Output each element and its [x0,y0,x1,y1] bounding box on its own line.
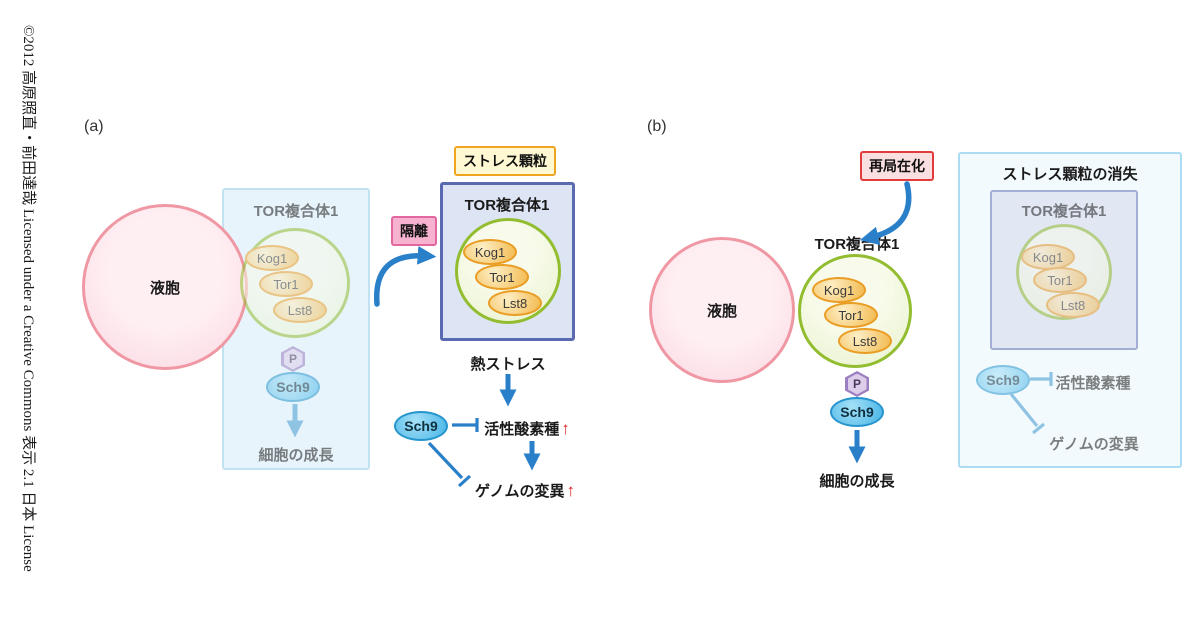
subunit-tor1: Tor1 [824,302,878,328]
stress-granule-badge: ストレス顆粒 [454,146,556,176]
hexagon-fill-shape [847,373,867,395]
sch9-inhibits-mutation-line [427,441,464,480]
phospho-p-label: P [852,377,861,391]
tor-complex-title-active-b: TOR複合体1 [814,236,900,253]
phospho-p-label: P [288,352,297,366]
genome-mutation-label: ゲノムの変異↑ [475,480,575,501]
genome-mutation-label-faded: ゲノムの変異 [1049,436,1139,453]
phospho-p-icon-a: P [281,346,305,372]
tor-complex-granule: Kog1 Tor1 Lst8 [455,218,561,324]
tor-complex-title-inactive-a: TOR複合体1 [253,203,339,220]
subunit-lst8: Lst8 [273,297,327,323]
subunit-kog1: Kog1 [1021,244,1075,270]
heat-stress-label: 熱ストレス [470,356,546,373]
phospho-p-icon-b: P [845,371,869,397]
inhibition-bar [457,474,472,488]
tor-complex-title-granule: TOR複合体1 [464,197,550,214]
vacuole-b: 液胞 [649,237,795,383]
subunit-kog1: Kog1 [245,245,299,271]
tor-complex-active-b: Kog1 Tor1 Lst8 [798,254,912,368]
sch9-kinase-released-a: Sch9 [394,411,448,441]
subunit-lst8: Lst8 [488,290,542,316]
mutation-text: ゲノムの変異 [474,483,565,500]
relocalization-badge: 再局在化 [860,151,934,181]
hexagon-fill-shape [283,348,303,370]
vacuole-a: 液胞 [82,204,248,370]
ros-label-faded: 活性酸素種 [1055,375,1131,392]
cell-growth-label-b: 細胞の成長 [819,473,895,490]
subunit-tor1: Tor1 [475,264,529,290]
sch9-kinase-inactive-a: Sch9 [266,372,320,402]
tor-complex-inactive-a: Kog1 Tor1 Lst8 [240,228,350,338]
subunit-lst8: Lst8 [1046,292,1100,318]
sch9-kinase-active-b: Sch9 [830,397,884,427]
tor-complex-faded-b: Kog1 Tor1 Lst8 [1016,224,1112,320]
relocalization-arrow [859,181,912,246]
red-up-arrow-icon: ↑ [566,481,576,500]
subunit-tor1: Tor1 [1033,267,1087,293]
subunit-tor1: Tor1 [259,271,313,297]
subunit-kog1: Kog1 [463,239,517,265]
sch9-kinase-faded-b: Sch9 [976,365,1030,395]
tor-complex-title-faded-b: TOR複合体1 [1021,203,1107,220]
subunit-lst8: Lst8 [838,328,892,354]
ros-text: 活性酸素種 [484,421,560,438]
copyright-license: ©2012 高原照直・前田達哉 Licensed under a Creativ… [20,25,36,572]
red-up-arrow-icon: ↑ [561,419,570,438]
cell-growth-label-a: 細胞の成長 [258,447,334,464]
subunit-kog1: Kog1 [812,277,866,303]
granule-dissolution-title: ストレス顆粒の消失 [1002,166,1138,183]
panel-a-label: (a) [84,118,104,135]
sequestration-arrow [374,245,437,307]
ros-label: 活性酸素種↑ [484,418,570,439]
panel-b-label: (b) [647,118,667,135]
sequestration-badge: 隔離 [391,216,437,246]
